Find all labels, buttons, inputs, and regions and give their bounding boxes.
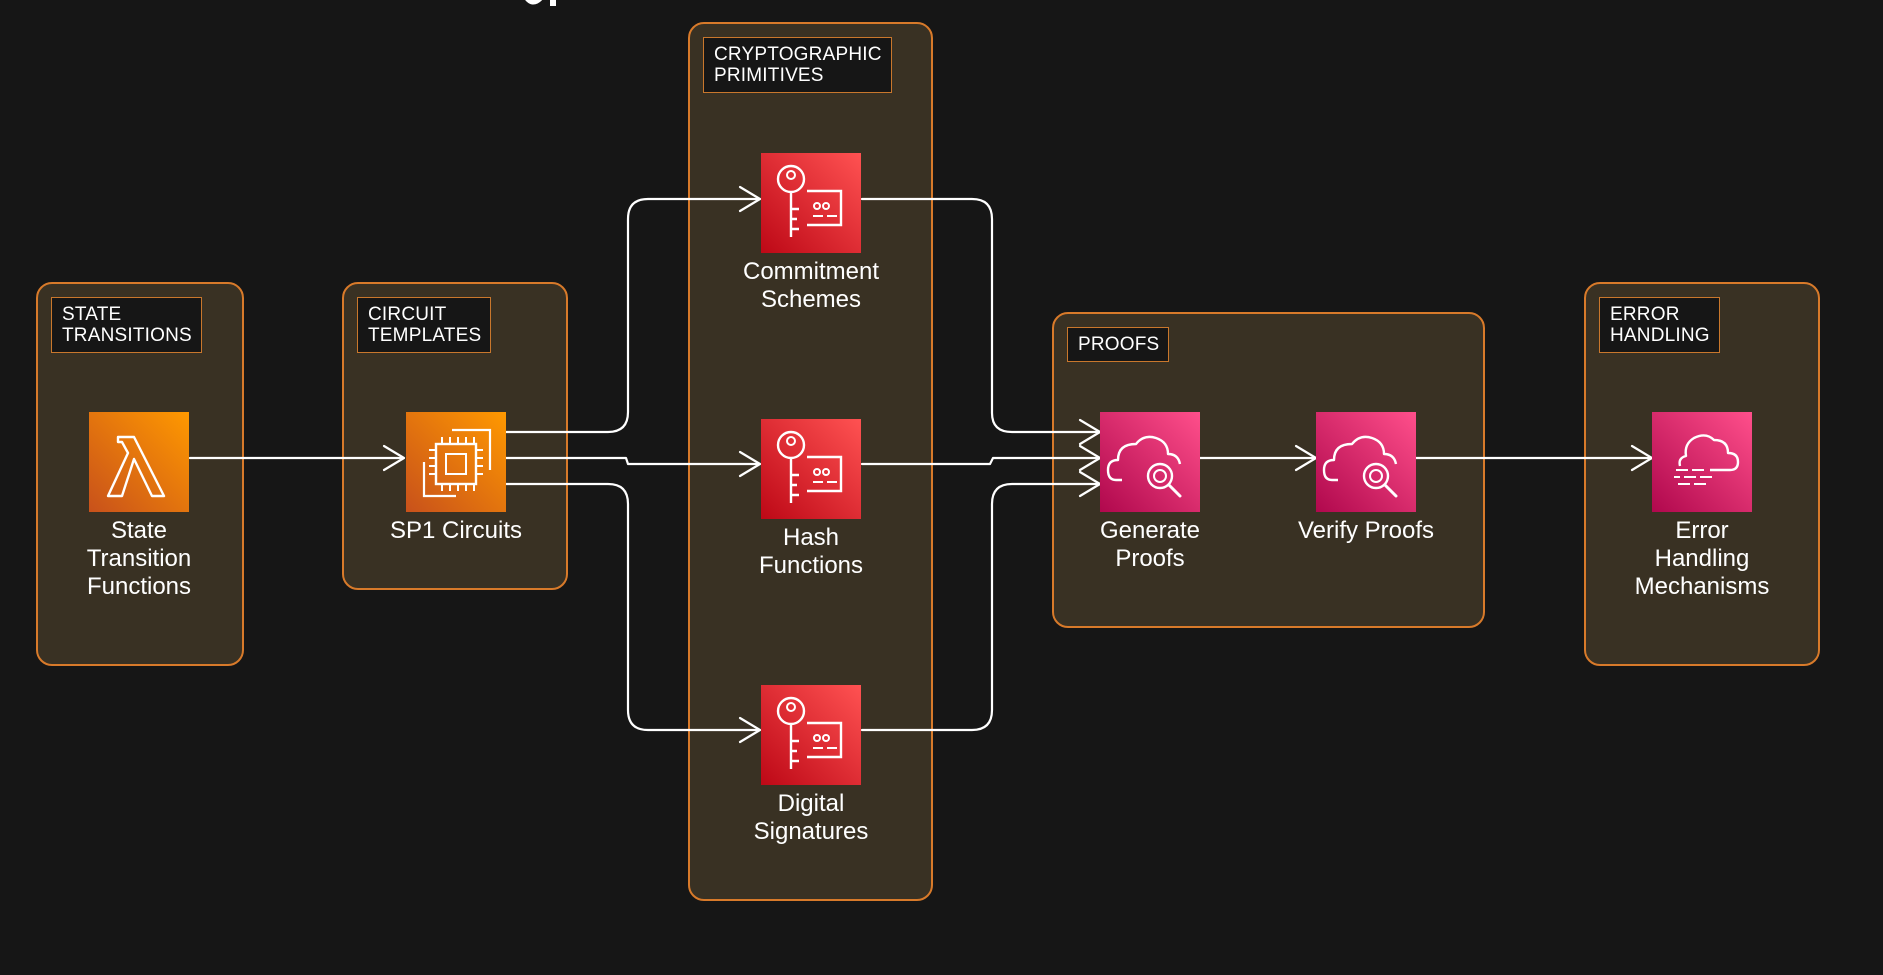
cropped-title-fragment — [520, 0, 560, 16]
group-cryptographic-primitives — [688, 22, 933, 901]
cropped-title-glyph — [525, 0, 556, 6]
node-label-error-handling-mechanisms: Error Handling Mechanisms — [1634, 517, 1770, 600]
node-label-hash-functions: Hash Functions — [758, 524, 864, 579]
node-label-verify-proofs: Verify Proofs — [1297, 517, 1435, 544]
group-tag-proofs: PROOFS — [1067, 327, 1170, 362]
node-label-sp1-circuits: SP1 Circuits — [389, 517, 523, 544]
node-label-commitment-schemes: Commitment Schemes — [742, 258, 880, 313]
node-label-state-transition-functions: State Transition Functions — [86, 517, 192, 600]
group-tag-cryptographic-primitives: CRYPTOGRAPHIC PRIMITIVES — [703, 37, 892, 93]
group-tag-circuit-templates: CIRCUIT TEMPLATES — [357, 297, 492, 353]
group-tag-state-transitions: STATE TRANSITIONS — [51, 297, 202, 353]
node-label-digital-signatures: Digital Signatures — [753, 790, 869, 845]
node-label-generate-proofs: Generate Proofs — [1099, 517, 1201, 572]
group-tag-error-handling: ERROR HANDLING — [1599, 297, 1720, 353]
